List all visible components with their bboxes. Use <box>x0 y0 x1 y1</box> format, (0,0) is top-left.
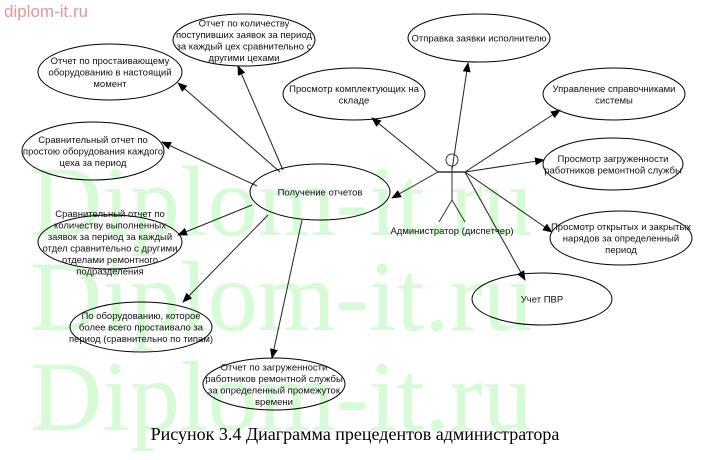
association-arrow <box>270 219 303 359</box>
use-case-label: времени <box>255 397 293 408</box>
use-case-label: период <box>605 245 637 256</box>
use-case-get-reports[interactable]: Получение отчетов <box>249 163 391 221</box>
use-case-label: Отправка заявки исполнителю <box>412 34 547 45</box>
use-case-ellipse <box>471 272 613 326</box>
use-case-label: за каждый цех сравнительно с <box>177 41 312 52</box>
use-case-ellipse <box>37 43 183 101</box>
use-case-label: Получение отчетов <box>278 188 363 199</box>
actor-leg <box>438 199 453 223</box>
use-case-label: Управление справочниками <box>553 84 676 95</box>
use-case-label: подразделения <box>76 266 143 277</box>
use-case-ellipse <box>37 214 183 270</box>
use-case-label: простою оборудования каждого <box>23 147 163 158</box>
use-case-label: Отчет по простаивающему <box>51 56 170 67</box>
use-case-label: По оборудованию, которое <box>81 311 200 322</box>
actor-leg <box>451 199 466 223</box>
use-case-label: Отчет по загруженности <box>221 362 328 373</box>
use-case-pvr-accounting[interactable]: Учет ПВР <box>471 272 613 326</box>
watermark-text: Diplom-it.ru <box>30 341 533 452</box>
use-case-label: цеха за период <box>60 158 127 169</box>
watermark-text: Diplom-it.ru <box>30 241 533 352</box>
use-case-ellipse <box>202 357 346 411</box>
use-case-label: работников ремонтной службы <box>205 374 343 385</box>
use-case-label: другими цехами <box>209 53 280 64</box>
use-case-label: период (сравнительно по типам) <box>69 334 213 345</box>
association-arrow <box>182 214 269 303</box>
use-case-ellipse <box>542 137 684 191</box>
association-arrow <box>464 171 553 233</box>
watermark-text: Diplom-it.ru <box>30 146 533 257</box>
use-case-label: количеству выполненных <box>54 220 166 231</box>
use-case-ellipse <box>172 13 316 67</box>
actor-head <box>445 153 459 167</box>
figure-caption: Рисунок 3.4 Диаграмма прецедентов админи… <box>150 424 560 444</box>
use-case-label: работников ремонтной службы <box>544 165 682 176</box>
site-watermark: diplom-it.ru <box>4 2 89 21</box>
use-case-label: нарядов за определенный <box>563 234 679 245</box>
use-case-label: Учет ПВР <box>521 295 563 306</box>
associations <box>161 62 561 359</box>
association-arrow <box>161 141 258 187</box>
association-arrow <box>177 204 253 236</box>
association-arrow <box>391 171 439 199</box>
use-case-label: Просмотр загруженности <box>558 154 669 165</box>
use-case-label: Сравнительный отчет по <box>38 135 148 146</box>
use-case-label: за определенный промежуток <box>208 385 341 396</box>
use-case-label: более всего простаивало за <box>79 323 204 334</box>
use-case-label: Просмотр комплектующих на <box>289 84 419 95</box>
use-case-send-request-executor[interactable]: Отправка заявки исполнителю <box>407 13 551 63</box>
association-arrow <box>451 62 471 171</box>
use-case-label: отделами ремонтного <box>62 255 158 266</box>
use-case-label: Сравнительный отчет по <box>55 209 165 220</box>
use-case-label: отдел сравнительно с другими <box>42 243 177 254</box>
use-case-label: поступивших заявок за период <box>176 30 312 41</box>
use-case-label: заявок за период за каждый <box>48 232 172 243</box>
actor[interactable]: Администратор (диспетчер) <box>390 153 514 237</box>
association-arrow <box>464 157 545 173</box>
use-case-label: складе <box>339 95 370 106</box>
use-case-label: Отчет по количеству <box>199 18 290 29</box>
use-case-ellipse <box>549 210 693 266</box>
use-case-ellipse <box>542 67 686 121</box>
association-arrow <box>464 109 561 173</box>
actor-label: Администратор (диспетчер) <box>390 226 513 237</box>
association-arrow <box>237 65 284 171</box>
use-case-ellipse <box>249 163 391 221</box>
association-arrow <box>177 82 281 173</box>
association-arrow <box>371 117 439 173</box>
use-case-ellipse <box>407 13 551 63</box>
use-case-ellipse <box>69 301 213 353</box>
use-case-label: момент <box>93 79 127 90</box>
association-arrow <box>464 171 526 281</box>
use-case-ellipse <box>21 121 165 181</box>
use-case-ellipse <box>282 67 426 121</box>
use-case-label: оборудованию в настоящий <box>48 68 171 79</box>
use-case-label: Просмотр открытых и закрытых <box>551 222 691 233</box>
use-case-label: системы <box>595 95 633 106</box>
